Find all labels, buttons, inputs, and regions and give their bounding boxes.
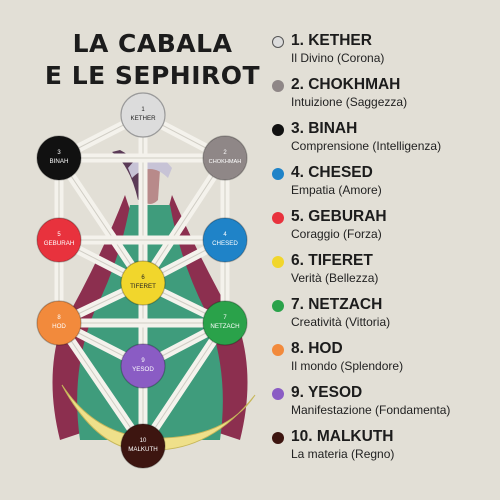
sephirah-number: 8 — [57, 315, 61, 321]
sephirah-circle — [120, 260, 166, 306]
sephirah-number: 10 — [140, 438, 147, 444]
legend-meaning: Il mondo (Splendore) — [291, 359, 404, 373]
path-chokhmah-tiferet — [142, 157, 226, 284]
legend-meaning: Verità (Bellezza) — [291, 271, 379, 285]
path-hod-malkuth — [58, 322, 144, 447]
sephirah-circle — [36, 135, 82, 181]
title-line-1: LA CABALA — [72, 29, 233, 58]
sephirah-circle — [120, 92, 166, 138]
sephirah-number: 9 — [141, 358, 145, 364]
legend-title: 2. CHOKHMAH — [291, 76, 401, 93]
title-line-2: E LE SEPHIROT — [44, 61, 261, 90]
sephirah-name: HOD — [52, 323, 66, 330]
sephirah-number: 5 — [57, 232, 61, 238]
legend-dot-chokhmah — [272, 80, 284, 92]
legend-title: 1. KETHER — [291, 32, 372, 49]
legend-meaning: Coraggio (Forza) — [291, 227, 382, 241]
legend-dot-geburah — [272, 212, 284, 224]
legend-title: 4. CHESED — [291, 164, 373, 181]
legend-dot-malkuth — [272, 432, 284, 444]
sephirah-circle — [36, 217, 82, 263]
legend-meaning: Manifestazione (Fondamenta) — [291, 403, 451, 417]
legend-title: 8. HOD — [291, 340, 343, 357]
legend-title: 5. GEBURAH — [291, 208, 387, 225]
sephirah-circle — [36, 300, 82, 346]
legend-title: 9. YESOD — [291, 384, 363, 401]
sephirah-name: YESOD — [132, 366, 154, 373]
legend-meaning: Creatività (Vittoria) — [291, 315, 391, 329]
legend-title: 6. TIFERET — [291, 252, 373, 269]
legend-dot-hod — [272, 344, 284, 356]
legend-dot-chesed — [272, 168, 284, 180]
crescent-moon — [61, 384, 256, 451]
legend-dot-binah — [272, 124, 284, 136]
sephirah-circle — [120, 343, 166, 389]
sephirah-circle — [202, 300, 248, 346]
sephirah-name: TIFERET — [130, 283, 156, 290]
path-binah-tiferet — [58, 157, 144, 284]
sephirah-number: 2 — [223, 150, 227, 156]
path-netzach-malkuth — [142, 322, 226, 447]
legend-meaning: Intuizione (Saggezza) — [291, 95, 408, 109]
sephirah-name: MALKUTH — [128, 446, 158, 453]
sephirah-number: 4 — [223, 232, 227, 238]
legend-title: 7. NETZACH — [291, 296, 383, 313]
sephirah-circle — [120, 423, 166, 469]
legend-dot-tiferet — [272, 256, 284, 268]
sephirah-name: GEBURAH — [44, 240, 75, 247]
sephirah-number: 3 — [57, 150, 61, 156]
sephirah-circle — [202, 217, 248, 263]
legend-dot-kether — [272, 36, 284, 48]
legend-dot-yesod — [272, 388, 284, 400]
legend-meaning: Empatia (Amore) — [291, 183, 382, 197]
sephirah-name: NETZACH — [210, 323, 239, 330]
sephirah-number: 1 — [141, 107, 145, 113]
sephirah-name: CHESED — [212, 240, 238, 247]
legend-meaning: Comprensione (Intelligenza) — [291, 139, 442, 153]
sephirah-name: CHOKHMAH — [209, 159, 242, 165]
sephirah-circle — [202, 135, 248, 181]
sephirah-name: KETHER — [130, 115, 156, 122]
legend-title: 3. BINAH — [291, 120, 358, 137]
sephirah-name: BINAH — [50, 158, 69, 165]
legend-meaning: La materia (Regno) — [291, 447, 395, 461]
legend-title: 10. MALKUTH — [291, 428, 394, 445]
legend-meaning: Il Divino (Corona) — [291, 51, 385, 65]
legend-dot-netzach — [272, 300, 284, 312]
sephirah-number: 7 — [223, 315, 227, 321]
sephirah-number: 6 — [141, 275, 145, 281]
